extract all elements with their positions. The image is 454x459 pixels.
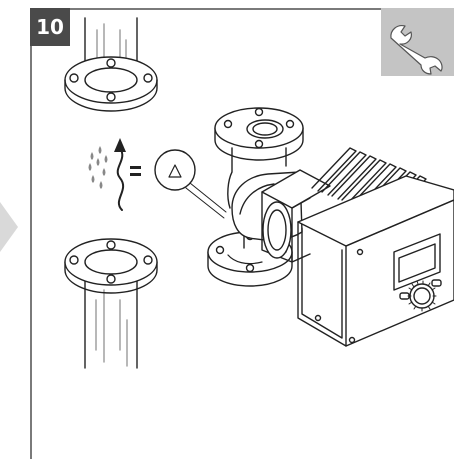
- pump-installation-illustration: [64, 17, 454, 369]
- lower-pipe: [64, 238, 158, 369]
- control-knob-icon: [407, 280, 437, 312]
- pump-body: [207, 107, 427, 287]
- step-frame: [30, 8, 454, 459]
- tool-badge: [381, 8, 454, 76]
- chevron-right-icon[interactable]: [0, 202, 18, 252]
- step-number-badge: 10: [30, 8, 70, 46]
- upper-pipe: [64, 17, 158, 112]
- water-drops-icon: [88, 146, 108, 189]
- direction-marker-callout: [154, 149, 227, 219]
- wrench-icon: [390, 25, 443, 75]
- control-module: [297, 175, 454, 347]
- control-display: [393, 233, 442, 300]
- equals-icon: [130, 166, 141, 176]
- flow-direction-arrow-icon: [114, 138, 126, 211]
